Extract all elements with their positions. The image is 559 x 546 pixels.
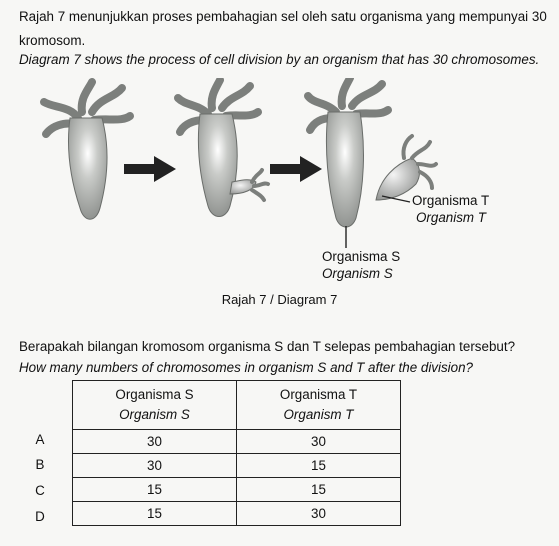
header-t-malay: Organisma T [279,387,358,402]
hydra-with-bud-icon [174,78,270,217]
cell-t-value: 30 [236,429,401,454]
question-2-malay: Berapakah bilangan kromosom organisma S … [19,339,516,354]
hydra-budding-diagram [40,78,438,248]
arrow-right-icon [270,156,322,182]
option-letter-c[interactable]: C [35,483,45,498]
cell-s-value: 15 [72,501,237,526]
question-1-malay-line2: kromosom. [19,33,86,48]
hydra-parent-icon [40,78,134,220]
organism-t-icon [375,134,438,203]
question-1-english: Diagram 7 shows the process of cell divi… [19,52,540,67]
table-row[interactable]: 15 15 [72,477,401,502]
question-2-english: How many numbers of chromosomes in organ… [19,360,473,375]
header-organism-t: Organisma T Organism T [236,380,401,430]
header-s-malay: Organisma S [115,387,194,402]
label-organism-s-english: Organism S [322,266,393,281]
cell-t-value: 15 [236,453,401,478]
label-organism-t-english: Organism T [416,210,486,225]
table-row[interactable]: 15 30 [72,501,401,526]
header-s-english: Organism S [119,407,190,422]
question-1-malay-line1: Rajah 7 menunjukkan proses pembahagian s… [19,9,547,24]
header-t-english: Organism T [283,407,354,422]
cell-s-value: 30 [72,429,237,454]
option-letter-b[interactable]: B [35,457,45,472]
table-row[interactable]: 30 15 [72,453,401,478]
cell-t-value: 15 [236,477,401,502]
answer-options-table: Organisma S Organism S Organisma T Organ… [72,380,401,526]
header-organism-s: Organisma S Organism S [72,380,237,430]
label-organism-s-malay: Organisma S [322,249,401,264]
option-letter-d[interactable]: D [35,509,45,524]
option-letter-a[interactable]: A [35,432,45,447]
cell-t-value: 30 [236,501,401,526]
label-organism-t-malay: Organisma T [412,193,490,208]
cell-s-value: 30 [72,453,237,478]
diagram-caption: Rajah 7 / Diagram 7 [221,292,338,307]
organism-s-icon [304,78,392,248]
arrow-right-icon [124,156,176,182]
table-row[interactable]: 30 30 [72,429,401,454]
cell-s-value: 15 [72,477,237,502]
table-header-row: Organisma S Organism S Organisma T Organ… [72,380,401,430]
